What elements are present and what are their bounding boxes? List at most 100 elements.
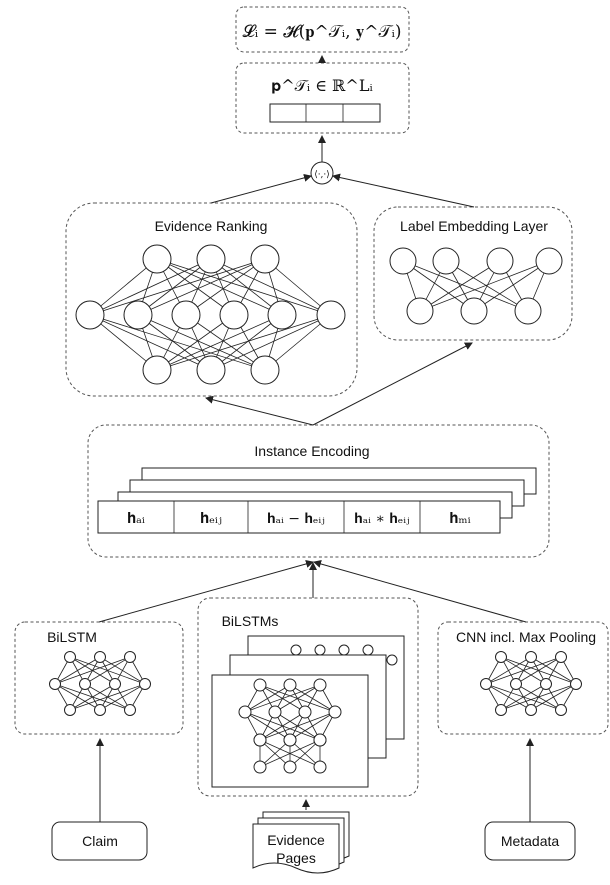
cnn-node-layer3 (525, 704, 537, 716)
label-embedding-edge (419, 260, 550, 312)
arrow-cnn-to-encoding (313, 560, 527, 623)
bilstms-edge (259, 711, 306, 741)
encoding-cell-3: 𝐡ₐᵢ − 𝐡ₑᵢⱼ (267, 511, 325, 527)
cnn-network (480, 651, 582, 716)
evidence-ranking-node-layer1 (142, 244, 172, 274)
label-embedding-node-layer1 (486, 247, 514, 275)
bilstms-back-node (362, 644, 374, 656)
bilstms-node-layer1 (313, 678, 327, 692)
cnn-edge (500, 683, 577, 711)
evidence-pages-input: Evidence Pages (252, 811, 350, 874)
bilstm-edge (69, 683, 116, 711)
cnn-edge (515, 656, 562, 685)
evidence-ranking-node-layer2 (267, 300, 297, 330)
bilstms-lower-node-layer1 (253, 733, 267, 747)
cnn-node-layer1 (495, 651, 507, 663)
instance-encoding-title: Instance Encoding (254, 443, 369, 459)
claim-input: Claim (51, 821, 148, 861)
label-embedding-node-layer1 (535, 247, 563, 275)
cnn-node-layer3 (495, 704, 507, 716)
evidence-ranking-node-layer3 (196, 355, 226, 385)
dot-product-node: ⟨·,·⟩ (310, 161, 334, 185)
bilstms-node-layer1 (283, 678, 297, 692)
bilstm-edge (54, 656, 131, 685)
label-embedding-node-layer2 (406, 297, 434, 325)
arrows (96, 55, 534, 822)
evidence-ranking-node-layer3 (250, 355, 280, 385)
bilstms-node-layer2 (268, 705, 282, 719)
output-vector (269, 103, 381, 123)
bilstm-block: BiLSTM (14, 621, 184, 735)
evidence-label-line2: Pages (276, 850, 316, 866)
evidence-ranking-edge (156, 258, 332, 316)
label-embedding-node-layer2 (460, 297, 488, 325)
evidence-ranking-edge (89, 258, 212, 316)
bilstm-node-layer3 (64, 704, 76, 716)
bilstm-node-layer2 (49, 678, 61, 690)
encoding-cell-2: 𝐡ₑᵢⱼ (200, 509, 222, 527)
bilstms-node-layer1 (253, 678, 267, 692)
bilstm-title: BiLSTM (47, 629, 97, 645)
arrow-encoding-to-ranking (205, 395, 314, 426)
cnn-edge (500, 683, 547, 711)
bilstms-title: BiLSTMs (222, 613, 279, 629)
cnn-node-layer2 (510, 678, 522, 690)
label-embedding-edge (402, 260, 475, 312)
bilstms-lower-edge (259, 739, 321, 768)
bilstms-back-node (290, 644, 302, 656)
bilstm-node-layer1 (64, 651, 76, 663)
bilstms-edge (244, 684, 321, 713)
evidence-ranking-edge (89, 258, 266, 316)
cnn-node-layer3 (555, 704, 567, 716)
cnn-title: CNN incl. Max Pooling (456, 629, 596, 645)
evidence-ranking-node-layer1 (250, 244, 280, 274)
evidence-ranking-node-layer2 (123, 300, 153, 330)
cnn-node-layer2 (540, 678, 552, 690)
bilstms-back-node (338, 644, 350, 656)
claim-label: Claim (82, 833, 118, 849)
bilstms-edge (274, 684, 321, 713)
evidence-ranking-node-layer1 (196, 244, 226, 274)
bilstms-block: BiLSTMs (197, 597, 419, 797)
label-embedding-network (389, 247, 563, 325)
evidence-ranking-edge (156, 314, 332, 371)
bilstms-lower-node-layer1 (313, 733, 327, 747)
bilstm-node-layer3 (94, 704, 106, 716)
label-embedding-title: Label Embedding Layer (400, 218, 548, 234)
evidence-ranking-edge (137, 314, 266, 371)
bilstms-node-layer2 (298, 705, 312, 719)
bilstms-edge (244, 684, 291, 713)
output-block: 𝐩^𝒯ᵢ ∈ ℝ^Lᵢ (235, 62, 410, 134)
bilstm-network (49, 651, 151, 716)
bilstms-lower-node-layer2 (253, 760, 267, 774)
label-embedding-node-layer1 (432, 247, 460, 275)
dot-product-symbol: ⟨·,·⟩ (314, 170, 330, 180)
bilstms-lower-edge (289, 739, 321, 768)
loss-block: 𝓛ᵢ = 𝓗(𝐩^𝒯ᵢ, 𝐲^𝒯ᵢ) (235, 6, 410, 53)
arrow-encoding-to-label (312, 342, 473, 426)
evidence-ranking-edge (156, 258, 283, 316)
evidence-ranking-edge (137, 314, 212, 371)
evidence-ranking-edge (156, 314, 283, 371)
instance-encoding-block: Instance Encoding 𝐡ₐᵢ 𝐡ₑᵢⱼ 𝐡ₐᵢ − 𝐡ₑᵢⱼ 𝐡ₐ… (87, 424, 550, 558)
bilstm-edge (69, 683, 146, 711)
evidence-ranking-node-layer2 (75, 300, 105, 330)
evidence-ranking-edge (156, 314, 235, 371)
evidence-ranking-edge (89, 314, 212, 371)
evidence-ranking-edge (185, 258, 266, 316)
bilstm-edge (99, 683, 146, 711)
bilstms-edge (289, 711, 336, 741)
metadata-label: Metadata (501, 833, 560, 849)
bilstms-back-node (314, 644, 326, 656)
encoding-cell-4: 𝐡ₐᵢ ∗ 𝐡ₑᵢⱼ (354, 511, 409, 527)
evidence-ranking-edge (210, 314, 283, 371)
evidence-ranking-node-layer2 (171, 300, 201, 330)
evidence-ranking-edge (156, 258, 235, 316)
arrow-ranking-to-dot (210, 173, 312, 204)
bilstm-node-layer2 (109, 678, 121, 690)
bilstms-lower-node-layer1 (283, 733, 297, 747)
arrow-label-to-dot (332, 173, 475, 208)
evidence-ranking-edge (185, 314, 266, 371)
evidence-ranking-edge (210, 258, 332, 316)
